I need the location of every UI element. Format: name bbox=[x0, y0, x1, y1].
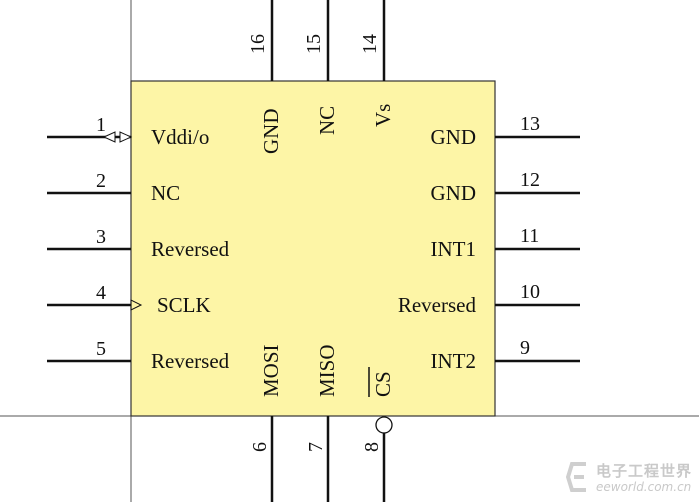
pin-number-3: 3 bbox=[96, 226, 106, 248]
eeworld-logo-icon bbox=[566, 462, 586, 492]
pin-label-int1: INT1 bbox=[430, 237, 477, 261]
pin-number-4: 4 bbox=[96, 282, 106, 304]
watermark: 电子工程世界 eeworld.com.cn bbox=[566, 458, 696, 498]
watermark-chinese-text: 电子工程世界 bbox=[596, 462, 693, 480]
input-arrow-icon bbox=[130, 299, 143, 311]
pin-label-sclk: SCLK bbox=[157, 293, 211, 317]
pin-label-gnd-13: GND bbox=[430, 125, 477, 149]
bidirectional-io-icon bbox=[102, 131, 133, 143]
pin-label-nc-left: NC bbox=[151, 181, 181, 205]
pin-number-2: 2 bbox=[96, 170, 106, 192]
pin-label-reversed-3: Reversed bbox=[151, 237, 230, 261]
pin-label-mosi: MOSI bbox=[259, 344, 283, 397]
pin-label-vs: Vs bbox=[371, 103, 395, 127]
pin-number-5: 5 bbox=[96, 338, 106, 360]
pin-label-cs: CS bbox=[371, 371, 395, 397]
pin-label-gnd-16: GND bbox=[259, 108, 283, 155]
pin-label-vddio: Vddi/o bbox=[151, 125, 210, 149]
pin-number-14: 14 bbox=[359, 34, 381, 54]
right-pin-lines bbox=[495, 135, 580, 363]
pin-number-15: 15 bbox=[303, 34, 325, 54]
pin-number-16: 16 bbox=[247, 34, 269, 54]
pin-number-10: 10 bbox=[520, 281, 540, 303]
pin-number-9: 9 bbox=[520, 337, 530, 359]
pin-number-13: 13 bbox=[520, 113, 540, 135]
pin-number-7: 7 bbox=[305, 442, 327, 452]
pin-number-6: 6 bbox=[249, 442, 271, 452]
left-pin-lines bbox=[47, 135, 131, 363]
pin-label-reversed-10: Reversed bbox=[397, 293, 476, 317]
pin-label-gnd-12: GND bbox=[430, 181, 477, 205]
pin-label-miso: MISO bbox=[315, 344, 339, 397]
pin-number-1: 1 bbox=[96, 114, 106, 136]
top-pin-lines bbox=[270, 0, 386, 81]
pin-label-int2: INT2 bbox=[430, 349, 477, 373]
pin-label-nc-top: NC bbox=[315, 105, 339, 135]
pin-number-8: 8 bbox=[361, 442, 383, 452]
pin-number-12: 12 bbox=[520, 169, 540, 191]
pin-number-11: 11 bbox=[520, 225, 540, 247]
bottom-pin-lines bbox=[270, 416, 386, 502]
watermark-english-text: eeworld.com.cn bbox=[596, 480, 692, 494]
inversion-bubble-icon bbox=[375, 416, 393, 434]
pin-label-reversed-5: Reversed bbox=[151, 349, 230, 373]
